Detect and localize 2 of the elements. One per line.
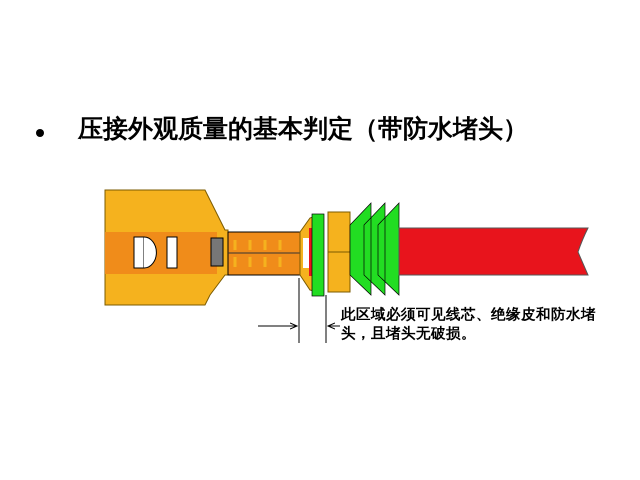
title: 压接外观质量的基本判定（带防水堵头） bbox=[78, 113, 528, 145]
note-text: 此区域必须可见线芯、绝缘皮和防水堵头，且堵头无破损。 bbox=[341, 306, 597, 344]
